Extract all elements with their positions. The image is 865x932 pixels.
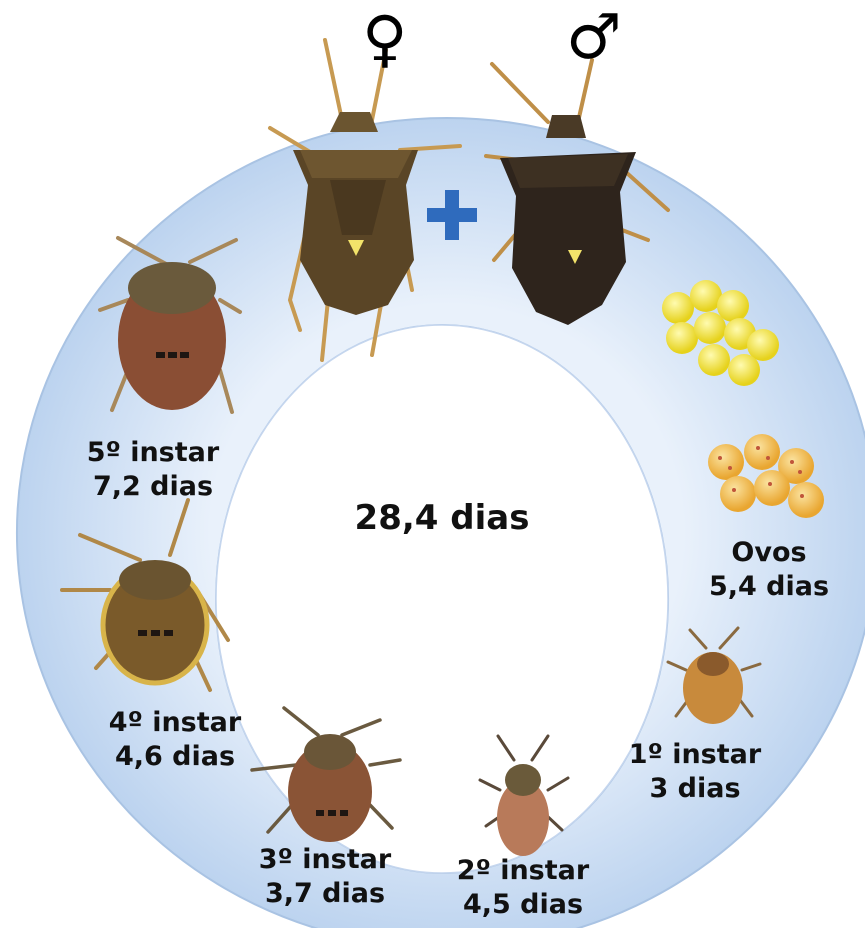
female-symbol-icon: ♀ [362,8,407,70]
stage-name: 1º instar [620,738,770,772]
stage-duration: 7,2 dias [78,470,228,504]
total-duration-label: 28,4 dias [342,497,542,540]
stage-duration: 4,6 dias [100,740,250,774]
stage-duration: 5,4 dias [694,570,844,604]
stage-duration: 3,7 dias [250,877,400,911]
stage-label-3-instar: 3º instar 3,7 dias [250,843,400,911]
stage-name: Ovos [694,536,844,570]
stage-duration: 3 dias [620,772,770,806]
stage-duration: 4,5 dias [448,888,598,922]
stage-name: 4º instar [100,706,250,740]
stage-name: 3º instar [250,843,400,877]
stage-name: 2º instar [448,854,598,888]
stage-label-5-instar: 5º instar 7,2 dias [78,436,228,504]
stage-label-1-instar: 1º instar 3 dias [620,738,770,806]
stage-name: 5º instar [78,436,228,470]
stage-label-2-instar: 2º instar 4,5 dias [448,854,598,922]
stage-label-4-instar: 4º instar 4,6 dias [100,706,250,774]
male-symbol-icon: ♂ [566,6,622,68]
stage-label-ovos: Ovos 5,4 dias [694,536,844,604]
